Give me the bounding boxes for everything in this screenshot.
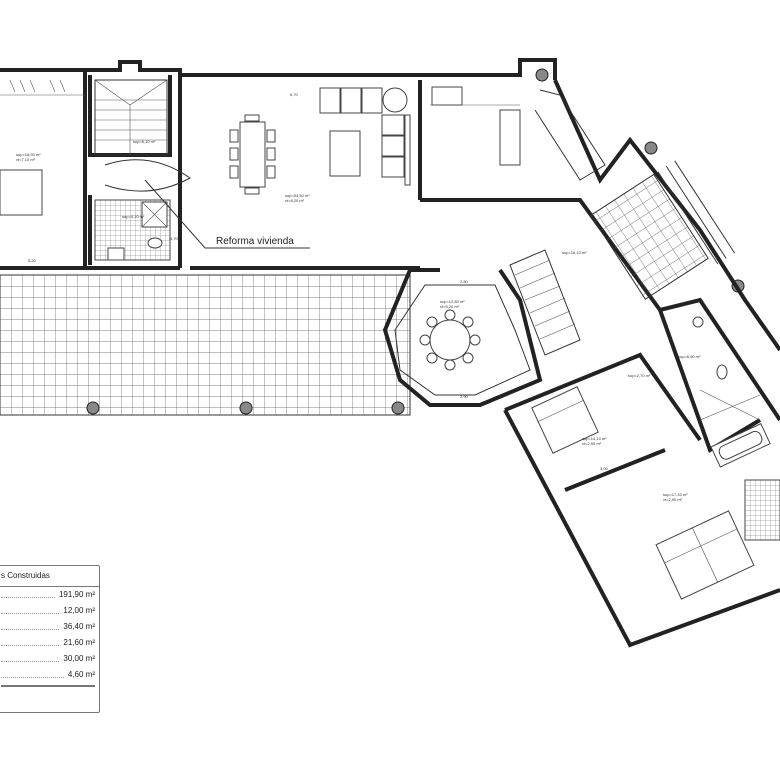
room-volume: vt=2,90 m² (582, 441, 602, 446)
stairs-left (94, 79, 168, 156)
room-area: sup=16,10 m² (562, 250, 587, 255)
legend-value: 36,40 m² (63, 622, 95, 631)
room-area: sup=14,10 m² (582, 436, 607, 441)
room-area: sup=6,90 m² (678, 354, 701, 359)
dimension-label: 2,90 (460, 394, 469, 399)
room-area: sup=6,10 m² (133, 139, 156, 144)
legend-row: 21,60 m² (0, 635, 99, 651)
legend-row: 191,90 m² (0, 587, 99, 603)
dimension-label: 6,70 (290, 92, 299, 97)
door-swing (104, 159, 191, 192)
built-area-legend: s Construidas 191,90 m² 12,00 m² 36,40 m… (0, 565, 100, 713)
legend-title: s Construidas (0, 566, 99, 587)
legend-value: 30,00 m² (63, 654, 95, 663)
room-volume: vt=7,10 m² (16, 157, 36, 162)
dimension-label: 3,00 (600, 466, 609, 471)
dimension-label: 2,80 (460, 279, 469, 284)
room-volume: vt=8,20 m² (285, 198, 305, 203)
legend-row: 12,00 m² (0, 603, 99, 619)
kitchen (430, 86, 606, 181)
room-area: sup=17,40 m² (663, 492, 688, 497)
room-area: sup=18,90 m² (16, 152, 41, 157)
bathroom-fixtures (107, 201, 168, 261)
room-area: sup=4,10 m² (122, 214, 145, 219)
right-terrace (590, 160, 736, 300)
room-area: sup=12,80 m² (440, 299, 465, 304)
living-furniture (229, 87, 411, 195)
bathroom-right (692, 316, 780, 541)
legend-value: 12,00 m² (63, 606, 95, 615)
terrace-tiles (0, 274, 411, 416)
room-area: sup=54,50 m² (285, 193, 310, 198)
room-volume: vt=5,20 m² (440, 304, 460, 309)
annotation-leader (144, 179, 310, 249)
legend-value: 4,60 m² (67, 670, 95, 679)
dimension-label: 5,20 (28, 258, 37, 263)
bed-left (0, 79, 85, 216)
room-volume: vt=2,90 m² (663, 497, 683, 502)
legend-total-rule (1, 685, 95, 687)
round-table (419, 309, 481, 371)
legend-row: 30,00 m² (0, 651, 99, 667)
dimension-label: 4,70 (170, 236, 179, 241)
room-area: sup=2,70 m² (628, 373, 651, 378)
annotation-label: Reforma vivienda (216, 236, 294, 247)
legend-value: 191,90 m² (58, 590, 95, 599)
legend-row: 36,40 m² (0, 619, 99, 635)
legend-value: 21,60 m² (63, 638, 95, 647)
legend-row: 4,60 m² (0, 667, 99, 683)
beds (531, 386, 755, 600)
